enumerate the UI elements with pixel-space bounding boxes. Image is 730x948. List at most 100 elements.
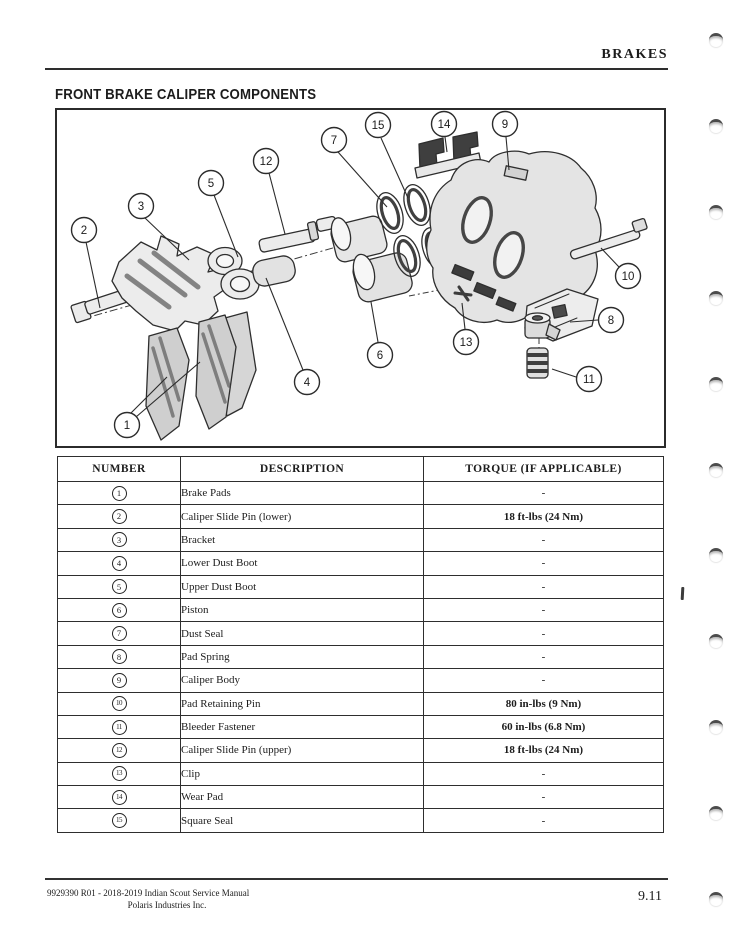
chapter-label: BRAKES xyxy=(601,47,668,62)
circled-number: 10 xyxy=(111,696,127,712)
callout-9: 9 xyxy=(491,110,519,171)
callout-3: 3 xyxy=(127,192,190,261)
svg-text:4: 4 xyxy=(304,377,311,389)
item-number-cell: 13 xyxy=(57,761,181,787)
page-title: FRONT BRAKE CALIPER COMPONENTS xyxy=(55,86,317,103)
description-cell: Caliper Slide Pin (upper) xyxy=(180,738,424,763)
column-header-torque: TORQUE (IF APPLICABLE) xyxy=(423,456,664,482)
torque-cell: - xyxy=(423,574,664,599)
callout-1: 1 xyxy=(113,361,201,439)
svg-text:1: 1 xyxy=(124,420,130,432)
callout-11: 11 xyxy=(551,365,603,393)
svg-text:15: 15 xyxy=(372,120,385,132)
binding-hole xyxy=(709,806,723,820)
wear-pads-part xyxy=(414,131,482,179)
binding-hole xyxy=(709,634,723,648)
svg-text:6: 6 xyxy=(377,350,383,362)
page-number: 9.11 xyxy=(638,889,662,904)
component-table: NUMBER DESCRIPTION TORQUE (IF APPLICABLE… xyxy=(57,456,664,833)
clip-part xyxy=(453,285,473,302)
torque-cell: - xyxy=(423,644,664,670)
svg-text:14: 14 xyxy=(438,119,451,131)
item-number-cell: 12 xyxy=(57,738,181,763)
footer-doc-line1: 9929390 R01 - 2018-2019 Indian Scout Ser… xyxy=(47,888,250,898)
description-cell: Clip xyxy=(180,761,424,787)
torque-cell: - xyxy=(423,480,664,506)
binding-hole xyxy=(709,118,723,133)
callout-2: 2 xyxy=(70,216,101,309)
description-cell: Bleeder Fastener xyxy=(180,714,424,740)
description-cell: Upper Dust Boot xyxy=(180,574,424,599)
torque-cell: 60 in-lbs (6.8 Nm) xyxy=(423,714,664,740)
circled-number: 1 xyxy=(111,485,127,501)
callout-15: 15 xyxy=(364,111,409,199)
circled-number: 5 xyxy=(111,579,127,595)
table-row: 12 Caliper Slide Pin (upper)18 ft-lbs (24… xyxy=(57,738,664,763)
svg-text:5: 5 xyxy=(208,178,214,190)
footer-doc-line2: Polaris Industries Inc. xyxy=(127,899,207,910)
circled-number: 9 xyxy=(111,672,127,688)
header-rule xyxy=(45,68,668,70)
table-row: 5 Upper Dust Boot- xyxy=(57,574,664,599)
item-number-cell: 7 xyxy=(57,621,181,646)
callout-5: 5 xyxy=(197,169,239,258)
item-number-cell: 6 xyxy=(57,597,181,623)
bracket-part xyxy=(111,235,229,332)
item-number-cell: 8 xyxy=(57,644,181,670)
torque-cell: - xyxy=(423,785,664,810)
svg-text:12: 12 xyxy=(260,156,273,168)
binding-hole xyxy=(709,290,723,305)
svg-text:8: 8 xyxy=(608,315,614,327)
item-number-cell: 10 xyxy=(57,691,181,716)
dust-boots-part xyxy=(207,246,296,300)
torque-cell: - xyxy=(423,621,664,646)
circled-number: 15 xyxy=(111,813,127,829)
callout-12: 12 xyxy=(252,147,286,235)
description-cell: Bracket xyxy=(180,527,424,553)
item-number-cell: 4 xyxy=(57,551,181,576)
description-cell: Caliper Slide Pin (lower) xyxy=(180,504,424,529)
circled-number: 12 xyxy=(111,742,127,758)
item-number-cell: 3 xyxy=(57,527,181,553)
circled-number: 13 xyxy=(111,766,127,782)
footer-doc-info: 9929390 R01 - 2018-2019 Indian Scout Ser… xyxy=(47,888,307,911)
callout-14: 14 xyxy=(430,110,458,153)
circled-number: 4 xyxy=(111,555,127,571)
item-number-cell: 1 xyxy=(57,480,181,506)
table-row: 13 Clip- xyxy=(57,761,664,787)
callout-4: 4 xyxy=(265,277,321,396)
description-cell: Wear Pad xyxy=(180,785,424,810)
item-number-cell: 9 xyxy=(57,668,181,693)
description-cell: Square Seal xyxy=(180,808,424,833)
torque-cell: 80 in-lbs (9 Nm) xyxy=(423,691,664,716)
circled-number: 3 xyxy=(111,532,127,548)
footer-rule xyxy=(45,878,668,880)
torque-cell: - xyxy=(423,551,664,576)
description-cell: Pad Retaining Pin xyxy=(180,691,424,716)
torque-cell: - xyxy=(423,668,664,693)
callout-8: 8 xyxy=(569,306,625,334)
brake-pads-part xyxy=(145,311,257,441)
torque-cell: - xyxy=(423,761,664,787)
description-cell: Pad Spring xyxy=(180,644,424,670)
svg-text:13: 13 xyxy=(460,337,473,349)
torque-cell: - xyxy=(423,597,664,623)
stray-mark xyxy=(680,586,684,601)
column-header-number: NUMBER xyxy=(57,456,181,482)
torque-cell: 18 ft-lbs (24 Nm) xyxy=(423,738,664,763)
column-header-description: DESCRIPTION xyxy=(180,456,424,482)
caliper-body-part xyxy=(426,150,602,323)
description-cell: Piston xyxy=(180,597,424,623)
callout-13: 13 xyxy=(452,302,480,356)
